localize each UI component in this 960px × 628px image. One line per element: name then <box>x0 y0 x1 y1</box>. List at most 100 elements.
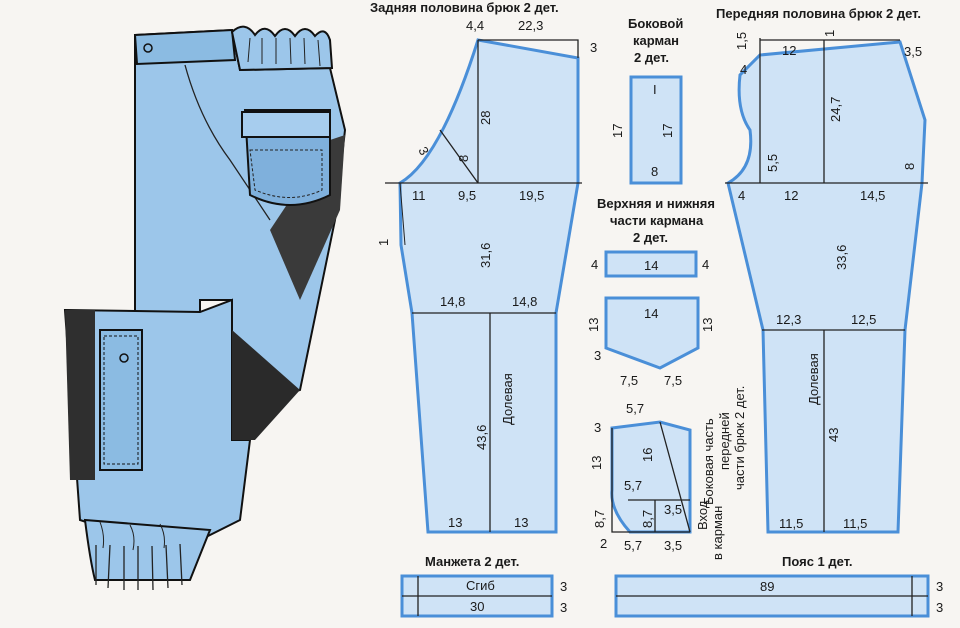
illustration-cuff <box>83 518 212 581</box>
cuff-h1: 3 <box>560 579 567 594</box>
side-pocket-len-inner: 17 <box>660 124 675 138</box>
pocket-parts-title-2: части кармана <box>610 213 704 228</box>
back-dart-28: 28 <box>478 111 493 125</box>
pocket-bag-corner: 3 <box>594 348 601 363</box>
front-side-top: 5,7 <box>626 401 644 416</box>
front-side-left-top: 3 <box>594 420 601 435</box>
front-side-bottom-3-5: 3,5 <box>664 538 682 553</box>
front-side-diag: 16 <box>640 448 655 462</box>
front-top-1-5: 1,5 <box>734 32 749 50</box>
illustration-cargo-pocket <box>99 329 143 471</box>
side-pocket-roman: I <box>653 82 657 97</box>
back-dart-8: 8 <box>456 155 471 162</box>
front-side-inner-8-7: 8,7 <box>640 510 655 528</box>
front-left-4: 4 <box>740 62 747 77</box>
front-knee-left: 12,3 <box>776 312 801 327</box>
front-curve-5-5: 5,5 <box>765 154 780 172</box>
pocket-parts-title-1: Верхняя и нижняя <box>597 196 715 211</box>
front-half-pattern: Передняя половина брюк 2 дет. 1,5 12 1 3… <box>716 6 928 534</box>
back-hip-mid: 9,5 <box>458 188 476 203</box>
cuff-pattern: Манжета 2 дет. Сгиб 30 3 3 <box>400 554 567 618</box>
waistband-h1: 3 <box>936 579 943 594</box>
illustration-dark-panel <box>65 310 95 480</box>
back-half-pattern: Задняя половина брюк 2 дет. 4,4 22,3 3 2… <box>370 0 597 534</box>
pocket-parts-pattern: Верхняя и нижняя части кармана 2 дет. 4 … <box>586 196 715 388</box>
front-hem-right: 11,5 <box>843 516 867 531</box>
back-half-title: Задняя половина брюк 2 дет. <box>370 0 559 15</box>
back-side-1: 1 <box>376 239 391 246</box>
front-hem-left: 11,5 <box>779 516 803 531</box>
front-hip-12: 12 <box>784 188 798 203</box>
illustration-waistband <box>133 28 237 66</box>
side-pocket-title-3: 2 дет. <box>634 50 669 65</box>
side-pocket-width: 8 <box>651 164 658 179</box>
front-side-inner-width: 5,7 <box>624 478 642 493</box>
front-side-outer-8-7: 8,7 <box>592 510 607 528</box>
front-right-8: 8 <box>902 163 917 170</box>
pocket-bag-width: 14 <box>644 306 658 321</box>
waistband-h2: 3 <box>936 600 943 615</box>
back-hip-left: 11 <box>412 188 426 203</box>
side-pocket-len-left: 17 <box>610 124 625 138</box>
front-side-caption-3: части брюк 2 дет. <box>732 386 747 490</box>
illustration-pocket-flap <box>241 111 331 138</box>
pocket-strip-left: 4 <box>591 257 598 272</box>
front-grain-label: Долевая <box>806 353 821 405</box>
illustration-elastic-waist <box>230 25 334 72</box>
front-right-3-5: 3,5 <box>904 44 922 59</box>
pocket-bottom-left: 7,5 <box>620 373 638 388</box>
front-len-33-6: 33,6 <box>834 245 849 270</box>
pocket-bag-right: 13 <box>700 318 715 332</box>
front-hip-14-5: 14,5 <box>860 188 885 203</box>
back-grain-label: Долевая <box>500 373 515 425</box>
front-side-part-pattern: 5,7 3 13 16 5,7 8,7 3,5 8,7 2 5,7 3,5 Бо… <box>589 386 747 560</box>
front-side-entry-2: в карман <box>710 506 725 560</box>
cuff-fold-label: Сгиб <box>466 578 495 593</box>
front-side-inner-3-5: 3,5 <box>664 502 682 517</box>
pocket-strip-piece <box>604 250 698 278</box>
illustration-shadow-wedge <box>232 330 300 440</box>
cuff-title: Манжета 2 дет. <box>425 554 519 569</box>
back-hem-left: 13 <box>448 515 462 530</box>
front-len-43: 43 <box>826 428 841 442</box>
front-side-outer-2: 2 <box>600 536 607 551</box>
front-top-12: 12 <box>782 43 796 58</box>
front-side-left-mid: 13 <box>589 456 604 470</box>
side-pocket-pattern: Боковой карман 2 дет. I 17 17 8 <box>610 16 683 185</box>
illustration-button <box>143 43 153 53</box>
waistband-title: Пояс 1 дет. <box>782 554 853 569</box>
pocket-bag-left: 13 <box>586 318 601 332</box>
front-hip-4: 4 <box>738 188 745 203</box>
back-knee-right: 14,8 <box>512 294 537 309</box>
back-right-top: 3 <box>590 40 597 55</box>
waistband-pattern: Пояс 1 дет. 89 3 3 <box>614 554 943 618</box>
front-side-caption-2: передней <box>717 412 732 470</box>
back-hem-right: 13 <box>514 515 528 530</box>
side-pocket-title-2: карман <box>633 33 679 48</box>
front-half-title: Передняя половина брюк 2 дет. <box>716 6 921 21</box>
front-half-piece <box>726 40 927 534</box>
back-knee-left: 14,8 <box>440 294 465 309</box>
front-top-1: 1 <box>822 30 837 37</box>
cuff-length: 30 <box>470 599 484 614</box>
front-side-entry-1: Вход <box>695 500 710 530</box>
back-half-piece <box>398 38 580 534</box>
front-side-caption-1: Боковая часть <box>701 418 716 505</box>
pocket-strip-width: 14 <box>644 258 658 273</box>
pocket-parts-title-3: 2 дет. <box>633 230 668 245</box>
waistband-length: 89 <box>760 579 774 594</box>
front-len-24-7: 24,7 <box>828 97 843 122</box>
front-knee-right: 12,5 <box>851 312 876 327</box>
back-len-31-6: 31,6 <box>478 243 493 268</box>
side-pocket-piece <box>629 75 683 185</box>
pocket-bag-piece <box>604 296 700 370</box>
back-top-b: 22,3 <box>518 18 543 33</box>
pocket-bottom-right: 7,5 <box>664 373 682 388</box>
back-len-43-6: 43,6 <box>474 425 489 450</box>
jeans-illustration <box>63 25 347 591</box>
back-hip-right: 19,5 <box>519 188 544 203</box>
pocket-strip-right: 4 <box>702 257 709 272</box>
front-side-bottom-5-7: 5,7 <box>624 538 642 553</box>
